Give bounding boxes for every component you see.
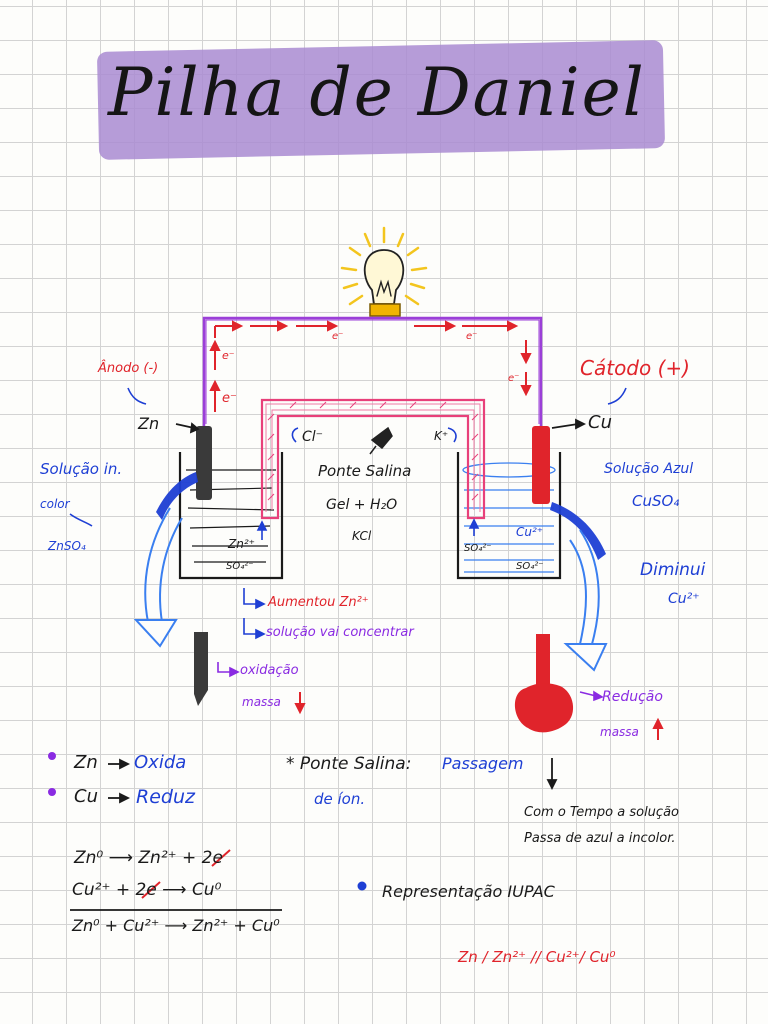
bullet-purple-1 bbox=[48, 752, 56, 760]
light-bulb-icon bbox=[340, 226, 428, 317]
page-title: Pilha de Daniel bbox=[108, 54, 646, 131]
electron-label-4: e⁻ bbox=[466, 331, 478, 342]
electron-label-3: e⁻ bbox=[332, 331, 344, 342]
decrease-label: Diminui bbox=[640, 560, 706, 580]
left-solution-label-2: color bbox=[40, 497, 70, 511]
sulfate-left: SO₄²⁻ bbox=[226, 561, 254, 572]
left-solution-formula: ZnSO₄ bbox=[48, 539, 86, 553]
bullet-blue bbox=[357, 881, 367, 891]
global-reaction: Zn⁰ + Cu²⁺ ⟶ Zn²⁺ + Cu⁰ bbox=[72, 916, 280, 935]
potassium-ion-label: K⁺ bbox=[434, 429, 449, 443]
oxidation-label: oxidação bbox=[240, 663, 299, 678]
sulfate-right-1: SO₄²⁻ bbox=[464, 543, 492, 554]
left-solution-label-1: Solução in. bbox=[40, 460, 123, 478]
chloride-ion-label: Cl⁻ bbox=[302, 429, 324, 445]
right-mass-label: massa bbox=[600, 725, 639, 739]
bullet-purple-2 bbox=[48, 788, 56, 796]
time-note-1: Com o Tempo a solução bbox=[524, 805, 679, 820]
right-solution-formula: CuSO₄ bbox=[632, 492, 680, 510]
cu-reduces-subject: Cu bbox=[74, 786, 98, 807]
left-swirl bbox=[156, 472, 198, 520]
pen-doodle-icon bbox=[369, 426, 393, 455]
external-wire bbox=[202, 316, 543, 426]
cathode-label: Cátodo (+) bbox=[580, 356, 690, 380]
left-curved-arrow bbox=[133, 507, 183, 648]
anode-label: Ânodo (-) bbox=[98, 361, 159, 376]
deposited-copper-icon bbox=[514, 634, 574, 733]
salt-bridge-note-text-1: Passagem bbox=[442, 754, 524, 773]
iupac-heading: Representação IUPAC bbox=[382, 882, 555, 901]
zinc-label: Zn bbox=[138, 414, 160, 433]
left-beaker bbox=[178, 452, 284, 580]
salt-bridge bbox=[260, 398, 486, 520]
right-solution-label-1: Solução Azul bbox=[604, 461, 694, 477]
cu-reduces-verb: Reduz bbox=[136, 786, 195, 808]
right-curved-arrow bbox=[563, 529, 608, 672]
zn2-ion-left: Zn²⁺ bbox=[228, 537, 255, 551]
electron-label-2: e⁻ bbox=[222, 391, 237, 406]
blue-solution bbox=[462, 462, 556, 573]
right-swirl bbox=[550, 502, 606, 560]
iupac-notation: Zn / Zn²⁺ // Cu²⁺/ Cu⁰ bbox=[458, 948, 616, 966]
electron-flow-arrows bbox=[209, 320, 532, 412]
half-reaction-oxidation: Zn⁰ ⟶ Zn²⁺ + 2e bbox=[74, 848, 223, 868]
corroded-zinc-icon bbox=[194, 632, 208, 706]
copper-label: Cu bbox=[588, 412, 612, 433]
salt-bridge-composition: Gel + H₂O bbox=[326, 497, 398, 513]
salt-bridge-note-text-2: de íon. bbox=[314, 790, 366, 808]
cu2-ion-right: Cu²⁺ bbox=[516, 525, 544, 539]
electron-label-5: e⁻ bbox=[508, 373, 520, 384]
salt-bridge-hatch bbox=[267, 401, 479, 501]
cu2-decrease-label: Cu²⁺ bbox=[668, 591, 700, 607]
reduction-label: Redução bbox=[602, 689, 663, 705]
zn-oxidizes-subject: Zn bbox=[74, 752, 98, 773]
electron-label-1: e⁻ bbox=[222, 349, 235, 362]
concentrate-note: solução vai concentrar bbox=[266, 625, 414, 640]
right-beaker bbox=[456, 452, 562, 580]
copper-electrode bbox=[532, 426, 550, 504]
sulfate-right-2: SO₄²⁻ bbox=[516, 561, 544, 572]
time-note-2: Passa de azul a incolor. bbox=[524, 831, 676, 846]
salt-bridge-note-heading: * Ponte Salina: bbox=[286, 754, 412, 774]
half-reaction-reduction: Cu²⁺ + 2e ⟶ Cu⁰ bbox=[72, 880, 222, 900]
zinc-electrode bbox=[196, 426, 212, 500]
left-mass-label: massa bbox=[242, 695, 281, 709]
salt-bridge-salt: KCl bbox=[352, 529, 372, 543]
salt-bridge-title: Ponte Salina bbox=[318, 462, 412, 480]
zn-oxidizes-verb: Oxida bbox=[134, 752, 187, 773]
zn-increase-note: Aumentou Zn²⁺ bbox=[268, 595, 369, 610]
